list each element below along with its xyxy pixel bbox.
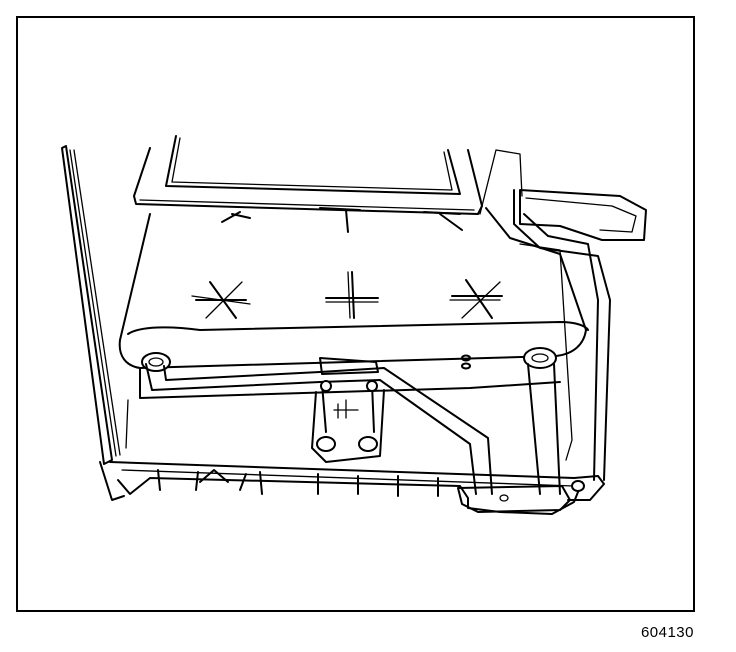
- illustration-frame: [16, 16, 695, 612]
- main-housing: [118, 149, 589, 399]
- base-plate: [109, 461, 605, 515]
- pipe-ends: [141, 347, 557, 372]
- housing-cross-marks: [191, 271, 503, 319]
- tray-clips: [221, 207, 463, 233]
- center-bracket: [311, 357, 385, 463]
- left-pipe: [145, 363, 493, 495]
- upper-tray: [133, 135, 483, 215]
- left-frame-rail: [61, 145, 129, 501]
- right-strap: [513, 189, 647, 481]
- right-pipe: [527, 363, 561, 495]
- figure-id-label: 604130: [640, 624, 694, 641]
